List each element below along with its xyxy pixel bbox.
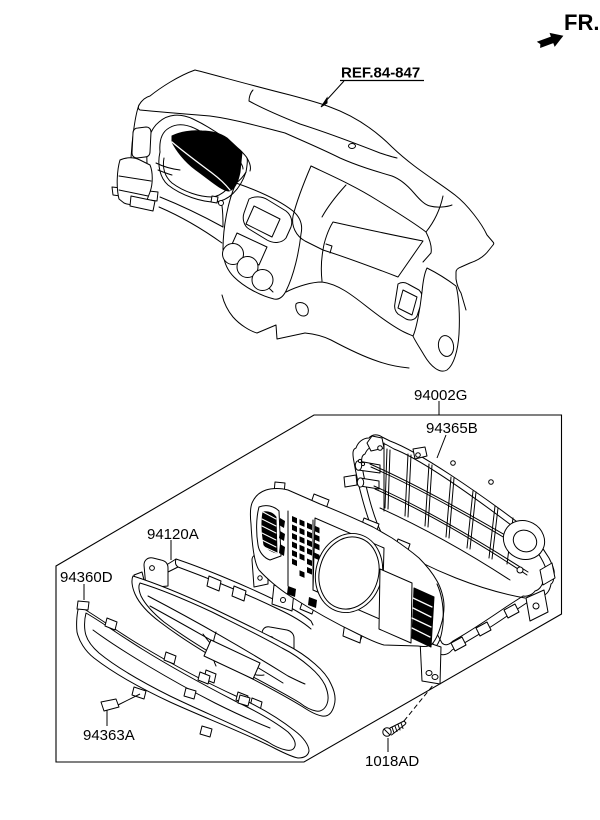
svg-text:FR.: FR. <box>564 10 599 35</box>
svg-text:1018AD: 1018AD <box>365 753 419 770</box>
svg-text:94363A: 94363A <box>83 727 135 744</box>
svg-text:REF.84-847: REF.84-847 <box>341 65 420 82</box>
svg-text:94360D: 94360D <box>60 569 113 586</box>
svg-text:94002G: 94002G <box>414 387 467 404</box>
svg-text:94365B: 94365B <box>426 420 478 437</box>
svg-text:94120A: 94120A <box>147 526 199 543</box>
